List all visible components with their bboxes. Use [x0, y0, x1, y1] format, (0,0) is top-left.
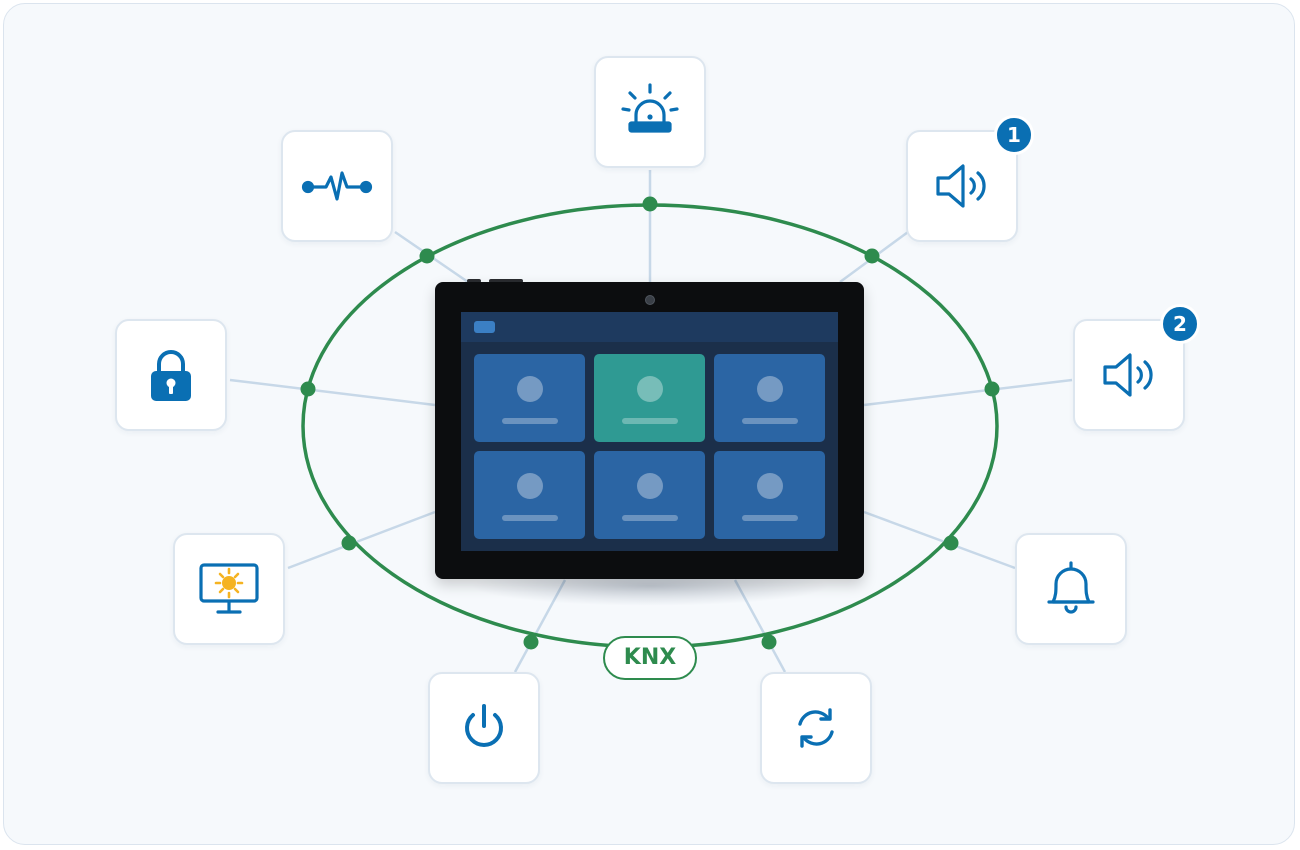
screen-tile[interactable] — [714, 354, 825, 442]
sync-icon — [798, 708, 834, 748]
heartbeat-icon — [301, 171, 373, 201]
node-bell[interactable] — [1015, 533, 1127, 645]
node-power[interactable] — [428, 672, 540, 784]
tile-icon — [637, 473, 663, 499]
screen-tile[interactable] — [474, 354, 585, 442]
junction-speaker-2 — [984, 381, 1000, 397]
tile-icon — [757, 376, 783, 402]
tile-label — [622, 515, 678, 521]
speaker-2-badge: 2 — [1160, 304, 1200, 344]
alarm-siren-icon — [621, 83, 679, 133]
junction-sync — [761, 634, 777, 650]
sun-display-icon — [199, 563, 259, 614]
camera-icon — [645, 295, 655, 305]
connector-lines — [229, 170, 1073, 673]
power-icon — [465, 704, 503, 747]
tile-icon — [517, 376, 543, 402]
node-display[interactable] — [173, 533, 285, 645]
bus-label: KNX — [603, 636, 697, 680]
node-siren[interactable] — [594, 56, 706, 168]
lock-icon — [151, 350, 191, 401]
screen-header — [461, 312, 838, 342]
connector-power — [513, 579, 567, 673]
screen-menu-button[interactable] — [474, 321, 495, 333]
node-lock[interactable] — [115, 319, 227, 431]
connector-bell — [863, 510, 1016, 570]
speaker-icon — [1103, 353, 1153, 397]
touch-panel — [435, 282, 864, 579]
node-sync[interactable] — [760, 672, 872, 784]
bell-icon — [1047, 561, 1095, 614]
connector-lock — [229, 378, 436, 407]
tile-icon — [637, 376, 663, 402]
tablet-button — [489, 279, 523, 283]
screen-tile[interactable] — [714, 451, 825, 539]
connector-sync — [733, 579, 787, 673]
speaker-icon — [936, 164, 986, 208]
node-speaker-1[interactable] — [906, 130, 1018, 242]
speaker-1-badge: 1 — [994, 115, 1034, 155]
screen-tile[interactable] — [594, 451, 705, 539]
junction-speaker-1 — [864, 248, 880, 264]
junction-lock — [300, 381, 316, 397]
junction-heartbeat — [419, 248, 435, 264]
connector-speaker-2 — [863, 378, 1073, 407]
tile-icon — [517, 473, 543, 499]
junction-power — [523, 634, 539, 650]
tile-label — [502, 515, 558, 521]
screen-tile[interactable] — [474, 451, 585, 539]
node-heartbeat[interactable] — [281, 130, 393, 242]
tile-label — [742, 515, 798, 521]
connector-display — [287, 510, 436, 570]
tile-label — [622, 418, 678, 424]
bus-junctions — [300, 196, 1000, 650]
screen-tile-active[interactable] — [594, 354, 705, 442]
tile-label — [742, 418, 798, 424]
tile-icon — [757, 473, 783, 499]
tablet-button — [467, 279, 481, 283]
touch-panel-screen — [461, 312, 838, 551]
junction-siren — [642, 196, 658, 212]
tile-label — [502, 418, 558, 424]
junction-display — [341, 535, 357, 551]
junction-bell — [943, 535, 959, 551]
